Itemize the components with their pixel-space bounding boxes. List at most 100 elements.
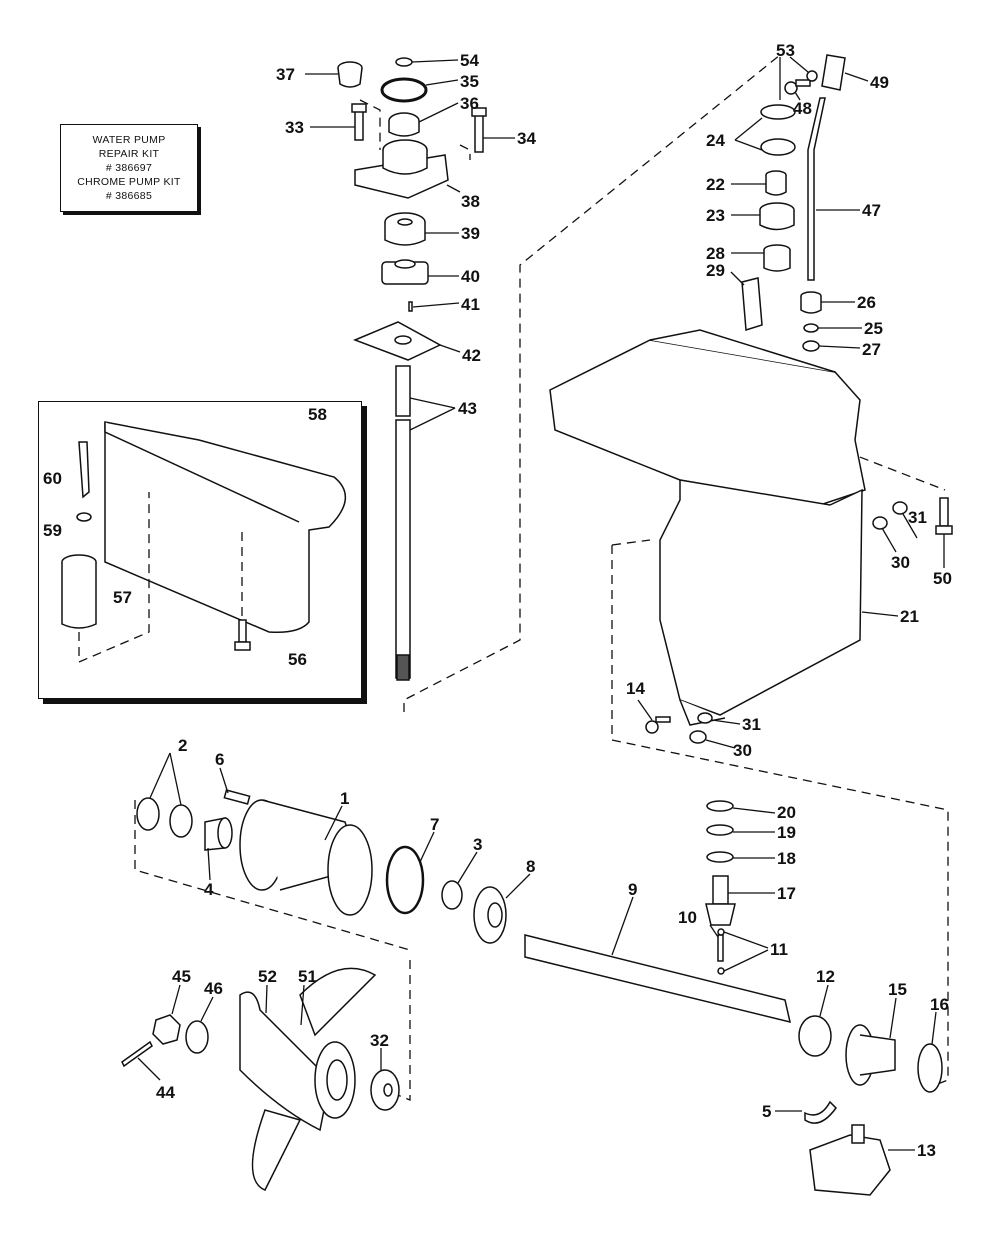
exhaust-housing-inset (38, 401, 362, 699)
part-51-52-propeller[interactable] (239, 967, 377, 1191)
part-31a-gasket[interactable] (892, 501, 908, 515)
part-56-screw[interactable] (234, 619, 251, 651)
part-49-connector[interactable] (821, 54, 846, 91)
callout-34: 34 (517, 129, 536, 148)
part-12-clutch-dog[interactable] (798, 1015, 832, 1057)
callout-29: 29 (706, 261, 725, 280)
part-20-washer[interactable] (706, 800, 734, 812)
callout-17: 17 (777, 884, 796, 903)
callout-36: 36 (460, 94, 479, 113)
part-8-reverse-gear[interactable] (473, 886, 507, 944)
callout-53: 53 (776, 41, 795, 60)
callout-38: 38 (461, 192, 480, 211)
part-45-nut[interactable] (152, 1014, 181, 1045)
part-23-bushing[interactable] (759, 202, 795, 231)
callout-27: 27 (862, 340, 881, 359)
callout-23: 23 (706, 206, 725, 225)
part-43-drive-shaft[interactable] (395, 365, 411, 681)
part-19-thrust-bearing[interactable] (706, 824, 734, 836)
part-30b-drain-plug[interactable] (689, 730, 707, 744)
part-22-bushing[interactable] (765, 170, 787, 196)
part-15-forward-gear[interactable] (845, 1024, 896, 1086)
part-33-screw[interactable] (351, 103, 367, 141)
part-17-pinion[interactable] (705, 875, 736, 926)
callout-28: 28 (706, 244, 725, 263)
part-24-seals[interactable] (760, 104, 796, 156)
part-53-lockwasher[interactable] (806, 70, 818, 82)
part-2-seals[interactable] (136, 797, 193, 838)
callout-31b: 31 (742, 715, 761, 734)
callout-49: 49 (870, 73, 889, 92)
part-4-bearing[interactable] (204, 817, 233, 851)
part-27-oring[interactable] (802, 340, 820, 352)
part-32-thrust-bushing[interactable] (370, 1069, 400, 1111)
callout-21: 21 (900, 607, 919, 626)
callout-40: 40 (461, 267, 480, 286)
callout-2: 2 (178, 736, 187, 755)
callout-14: 14 (626, 679, 645, 698)
part-10-spring[interactable] (717, 934, 724, 962)
callout-3: 3 (473, 835, 482, 854)
part-36-seal[interactable] (388, 112, 420, 137)
part-54-oring[interactable] (395, 57, 413, 67)
callout-5: 5 (762, 1102, 771, 1121)
part-60-water-tube[interactable] (78, 441, 90, 499)
callout-41: 41 (461, 295, 480, 314)
part-37-grommet[interactable] (337, 61, 363, 88)
callout-51: 51 (298, 967, 317, 986)
part-30a-drain-plug[interactable] (872, 516, 888, 530)
part-25-washer[interactable] (803, 323, 819, 333)
part-48-screw[interactable] (784, 79, 811, 95)
part-44-cotter-pin[interactable] (121, 1040, 153, 1068)
callout-13: 13 (917, 1141, 936, 1160)
part-31b-gasket[interactable] (697, 712, 713, 724)
callout-12: 12 (816, 967, 835, 986)
part-26-grommet[interactable] (800, 291, 822, 314)
part-9-propeller-shaft[interactable] (524, 934, 792, 1024)
part-18-washer[interactable] (706, 851, 734, 863)
part-41-pin[interactable] (408, 301, 413, 312)
callout-46: 46 (204, 979, 223, 998)
part-21-gearcase[interactable] (549, 329, 866, 726)
part-39-impeller-cup[interactable] (384, 212, 426, 246)
part-57-tube[interactable] (61, 554, 97, 629)
callout-30a: 30 (891, 553, 910, 572)
part-1-gearcase-head[interactable] (239, 799, 373, 916)
callout-58: 58 (308, 405, 327, 424)
callout-44: 44 (156, 1083, 175, 1102)
part-13-shifter[interactable] (809, 1124, 891, 1196)
part-34-screw[interactable] (471, 107, 487, 153)
part-5-shifter-link[interactable] (804, 1100, 837, 1124)
part-16-bearing[interactable] (917, 1043, 943, 1093)
callout-42: 42 (462, 346, 481, 365)
part-29-grommet[interactable] (741, 277, 763, 331)
kit-line-5: # 386685 (105, 190, 153, 202)
part-42-plate[interactable] (352, 321, 442, 361)
part-47-shifter-rod[interactable] (807, 97, 826, 281)
kit-line-1: WATER PUMP (92, 134, 166, 146)
part-58-exhaust-housing[interactable] (104, 421, 347, 634)
callout-31a: 31 (908, 508, 927, 527)
kit-line-3: # 386697 (105, 162, 153, 174)
part-3-needle-bearing[interactable] (441, 880, 463, 910)
part-38-pump-housing[interactable] (354, 139, 449, 199)
part-59-oring[interactable] (76, 512, 92, 522)
callout-33: 33 (285, 118, 304, 137)
callout-59: 59 (43, 521, 62, 540)
part-46-spacer[interactable] (185, 1020, 209, 1054)
callout-57: 57 (113, 588, 132, 607)
callout-47: 47 (862, 201, 881, 220)
part-50-screw[interactable] (935, 497, 953, 535)
callout-7: 7 (430, 815, 439, 834)
part-7-oring[interactable] (385, 845, 425, 915)
part-35-oring[interactable] (380, 77, 428, 103)
callout-43: 43 (458, 399, 477, 418)
part-6-screw[interactable] (223, 789, 251, 805)
kit-line-4: CHROME PUMP KIT (77, 176, 181, 188)
part-28-bearing[interactable] (763, 244, 791, 272)
callout-labels: 37 54 35 36 33 34 38 39 40 41 42 43 53 4… (43, 41, 952, 1160)
callout-32: 32 (370, 1031, 389, 1050)
callout-11: 11 (770, 940, 788, 959)
part-40-impeller[interactable] (381, 259, 429, 285)
part-14-screw[interactable] (645, 716, 671, 734)
